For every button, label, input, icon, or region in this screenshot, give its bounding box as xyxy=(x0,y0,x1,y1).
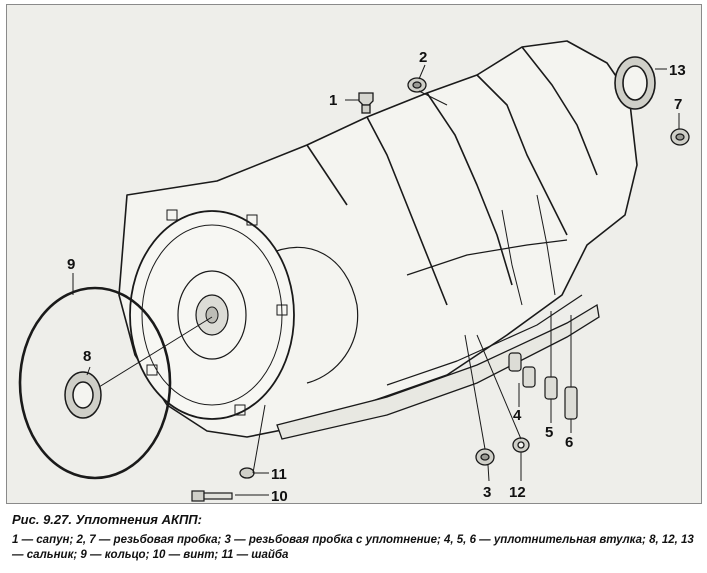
oil-seal-12 xyxy=(512,437,530,453)
sealing-sleeves xyxy=(508,352,578,420)
figure-frame: 1 2 13 7 9 8 11 10 3 12 4 5 6 xyxy=(6,4,702,504)
callout-3: 3 xyxy=(483,484,491,501)
washer-11 xyxy=(239,467,255,479)
callout-11: 11 xyxy=(271,466,287,483)
callout-13: 13 xyxy=(669,62,686,79)
callout-5: 5 xyxy=(545,424,553,441)
callout-4: 4 xyxy=(513,407,522,424)
bell-housing xyxy=(129,209,295,420)
callout-7: 7 xyxy=(674,96,682,113)
leader-lines xyxy=(72,64,680,496)
oil-seal-13 xyxy=(614,56,656,110)
transmission-seals-diagram: 1 2 13 7 9 8 11 10 3 12 4 5 6 xyxy=(18,40,690,504)
threaded-plug-7 xyxy=(670,128,690,146)
callout-2: 2 xyxy=(419,49,427,66)
callout-9: 9 xyxy=(67,256,75,273)
callout-10: 10 xyxy=(271,488,288,504)
breather-part xyxy=(358,92,374,114)
plug-with-seal-3 xyxy=(475,448,495,466)
threaded-plug-2 xyxy=(407,77,427,93)
callout-1: 1 xyxy=(329,92,337,109)
bolt-10 xyxy=(191,490,233,502)
oil-seal-8 xyxy=(64,371,102,419)
caption-title: Рис. 9.27. Уплотнения АКПП: xyxy=(12,512,202,527)
callout-8: 8 xyxy=(83,348,91,365)
caption-legend: 1 — сапун; 2, 7 — резьбовая пробка; 3 — … xyxy=(12,534,694,561)
o-ring-9 xyxy=(18,286,172,480)
oil-pan xyxy=(276,303,600,440)
callout-12: 12 xyxy=(509,484,526,501)
callout-6: 6 xyxy=(565,434,573,451)
figure-caption: Рис. 9.27. Уплотнения АКПП: 1 — сапун; 2… xyxy=(12,512,700,563)
